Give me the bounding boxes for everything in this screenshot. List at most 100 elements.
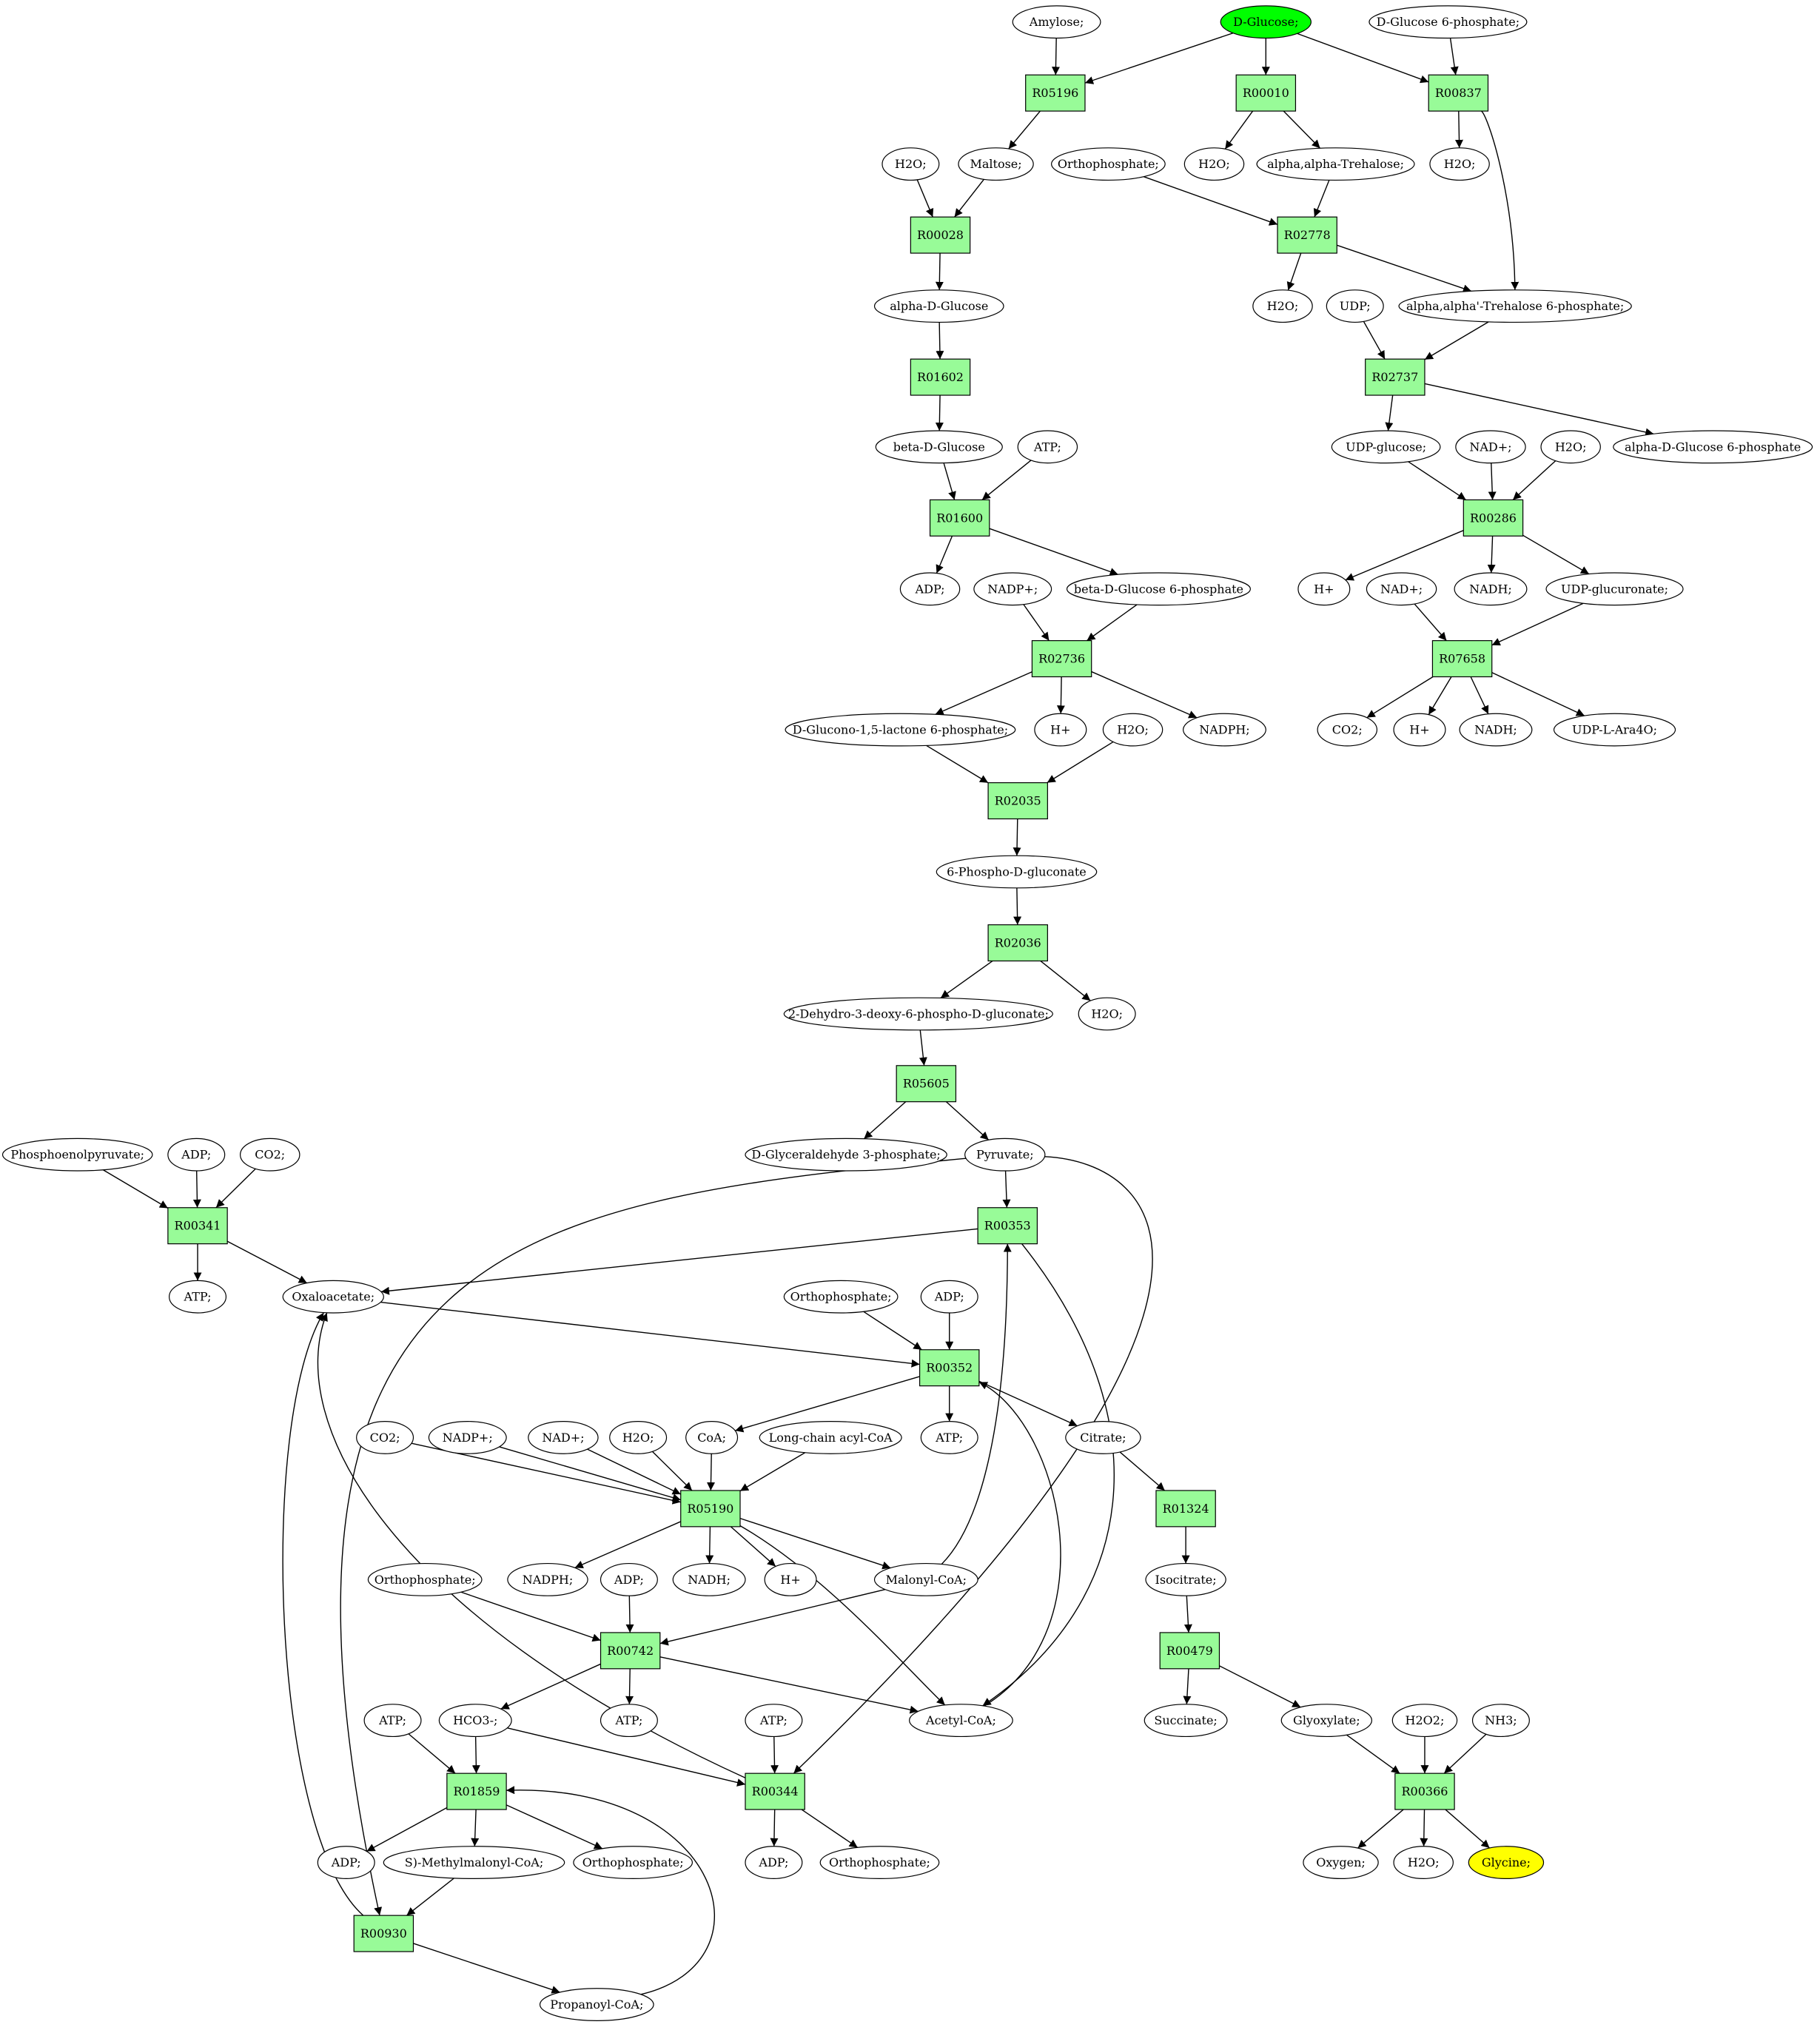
metabolite-dglucose[interactable]: D-Glucose; [1220,5,1312,39]
metabolite-hplus-2[interactable]: H+ [1034,713,1087,747]
metabolite-h2o-6[interactable]: H2O; [1102,713,1163,747]
metabolite-succinate[interactable]: Succinate; [1144,1704,1228,1738]
metabolite-h2o-5[interactable]: H2O; [1540,430,1601,464]
metabolite-oxygen[interactable]: Oxygen; [1303,1846,1379,1880]
metabolite-h2o-9[interactable]: H2O; [1393,1846,1454,1880]
metabolite-glucono[interactable]: D-Glucono-1,5-lactone 6-phosphate; [785,713,1016,747]
metabolite-gap[interactable]: D-Glyceraldehyde 3-phosphate; [745,1138,947,1172]
metabolite-hplus-1[interactable]: H+ [1297,572,1351,606]
metabolite-kdpg[interactable]: 2-Dehydro-3-deoxy-6-phospho-D-gluconate; [783,997,1053,1031]
metabolite-nadp-1[interactable]: NADP+; [973,572,1052,606]
metabolite-orthophosphate-1[interactable]: Orthophosphate; [1051,147,1166,181]
metabolite-orthophosphate-2[interactable]: Orthophosphate; [783,1280,899,1314]
metabolite-adp-2[interactable]: ADP; [167,1138,226,1172]
metabolite-methylmalonyl[interactable]: S)-Methylmalonyl-CoA; [383,1846,565,1880]
metabolite-dg6p[interactable]: D-Glucose 6-phosphate; [1369,5,1528,39]
metabolite-h2o-2[interactable]: H2O; [1183,147,1245,181]
reaction-r05196[interactable]: R05196 [1025,74,1086,112]
metabolite-amylose[interactable]: Amylose; [1012,5,1101,39]
metabolite-h2o-1[interactable]: H2O; [882,147,940,181]
metabolite-nad-1[interactable]: NAD+; [1455,430,1526,464]
metabolite-nadh-1[interactable]: NADH; [1454,572,1528,606]
metabolite-pyruvate[interactable]: Pyruvate; [964,1138,1046,1172]
metabolite-lcacoa[interactable]: Long-chain acyl-CoA [759,1421,902,1454]
metabolite-h2o-7[interactable]: H2O; [1078,997,1136,1031]
metabolite-co2-3[interactable]: CO2; [356,1421,414,1454]
metabolite-co2-1[interactable]: CO2; [1317,713,1377,747]
metabolite-isocitrate[interactable]: Isocitrate; [1145,1562,1226,1596]
metabolite-udp-glucuronate[interactable]: UDP-glucuronate; [1545,572,1684,606]
metabolite-atp-1[interactable]: ATP; [1017,430,1078,464]
metabolite-alpha-d-glucose[interactable]: alpha-D-Glucose [873,289,1004,323]
metabolite-atp-4[interactable]: ATP; [363,1704,422,1738]
reaction-r00837[interactable]: R00837 [1428,74,1489,112]
metabolite-h2o-3[interactable]: H2O; [1252,289,1313,323]
metabolite-hplus-3[interactable]: H+ [1393,713,1446,747]
metabolite-atp-6[interactable]: ATP; [745,1704,803,1738]
reaction-r00742[interactable]: R00742 [600,1632,661,1670]
metabolite-co2-2[interactable]: CO2; [240,1138,300,1172]
reaction-r00353[interactable]: R00353 [977,1207,1038,1245]
reaction-r01859[interactable]: R01859 [446,1772,507,1810]
metabolite-udp[interactable]: UDP; [1326,289,1384,323]
metabolite-nadh-2[interactable]: NADH; [1459,713,1533,747]
metabolite-h2o-4[interactable]: H2O; [1429,147,1490,181]
metabolite-nad-2[interactable]: NAD+; [1366,572,1437,606]
metabolite-citrate[interactable]: Citrate; [1065,1421,1141,1454]
reaction-r02736[interactable]: R02736 [1031,640,1092,678]
metabolite-alpha-dg6p[interactable]: alpha-D-Glucose 6-phosphate [1613,430,1813,464]
metabolite-glyoxylate[interactable]: Glyoxylate; [1280,1704,1373,1738]
metabolite-atp-2[interactable]: ATP; [169,1280,227,1314]
reaction-r00366[interactable]: R00366 [1394,1772,1455,1810]
reaction-r02035[interactable]: R02035 [987,782,1048,820]
metabolite-trehalose6p[interactable]: alpha,alpha'-Trehalose 6-phosphate; [1398,289,1632,323]
reaction-r00930[interactable]: R00930 [353,1915,414,1952]
reaction-r00344[interactable]: R00344 [745,1772,805,1810]
reaction-r05605[interactable]: R05605 [896,1065,957,1103]
metabolite-adp-6[interactable]: ADP; [745,1846,803,1880]
metabolite-udp-glucose[interactable]: UDP-glucose; [1331,430,1441,464]
metabolite-adp-5[interactable]: ADP; [317,1846,375,1880]
metabolite-coa[interactable]: CoA; [685,1421,739,1454]
metabolite-atp-3[interactable]: ATP; [920,1421,978,1454]
metabolite-h2o-8[interactable]: H2O; [609,1421,668,1454]
metabolite-hplus-4[interactable]: H+ [764,1562,817,1596]
reaction-r00341[interactable]: R00341 [167,1207,228,1245]
metabolite-pep[interactable]: Phosphoenolpyruvate; [1,1138,153,1172]
metabolite-nad-3[interactable]: NAD+; [528,1421,599,1454]
reaction-r02036[interactable]: R02036 [987,924,1048,962]
metabolite-adp-3[interactable]: ADP; [920,1280,978,1314]
metabolite-propanoyl[interactable]: Propanoyl-CoA; [539,1988,654,2021]
metabolite-nadph-1[interactable]: NADPH; [1183,713,1266,747]
metabolite-trehalose[interactable]: alpha,alpha-Trehalose; [1256,147,1415,181]
metabolite-orthophosphate-3[interactable]: Orthophosphate; [367,1562,483,1596]
metabolite-hco3[interactable]: HCO3-; [438,1704,512,1738]
metabolite-maltose[interactable]: Maltose; [958,147,1034,181]
metabolite-nadp-2[interactable]: NADP+; [428,1421,507,1454]
reaction-r02737[interactable]: R02737 [1365,358,1426,396]
metabolite-h2o2[interactable]: H2O2; [1391,1704,1458,1738]
metabolite-atp-5[interactable]: ATP; [600,1704,658,1738]
reaction-r00028[interactable]: R00028 [910,216,971,254]
reaction-r07658[interactable]: R07658 [1431,640,1493,678]
metabolite-nadh-3[interactable]: NADH; [672,1562,746,1596]
reaction-r01602[interactable]: R01602 [910,358,971,396]
metabolite-orthophosphate-5[interactable]: Orthophosphate; [819,1846,940,1880]
metabolite-oxaloacetate[interactable]: Oxaloacetate; [282,1280,384,1314]
metabolite-udp-ara[interactable]: UDP-L-Ara4O; [1553,713,1676,747]
reaction-r05190[interactable]: R05190 [680,1490,741,1528]
metabolite-beta-dg6p[interactable]: beta-D-Glucose 6-phosphate [1066,572,1251,606]
metabolite-orthophosphate-4[interactable]: Orthophosphate; [573,1846,694,1880]
reaction-r00286[interactable]: R00286 [1463,499,1524,537]
metabolite-acetyl[interactable]: Acetyl-CoA; [909,1704,1013,1738]
metabolite-nadph-2[interactable]: NADPH; [507,1562,588,1596]
metabolite-adp-1[interactable]: ADP; [899,572,961,606]
reaction-r01324[interactable]: R01324 [1155,1490,1216,1528]
metabolite-glycine[interactable]: Glycine; [1468,1846,1545,1880]
reaction-r01600[interactable]: R01600 [929,499,990,537]
metabolite-nh3[interactable]: NH3; [1471,1704,1530,1738]
reaction-r02778[interactable]: R02778 [1277,216,1337,254]
metabolite-malonyl[interactable]: Malonyl-CoA; [873,1562,978,1596]
metabolite-beta-d-glucose[interactable]: beta-D-Glucose [875,430,1003,464]
reaction-r00479[interactable]: R00479 [1159,1632,1220,1670]
